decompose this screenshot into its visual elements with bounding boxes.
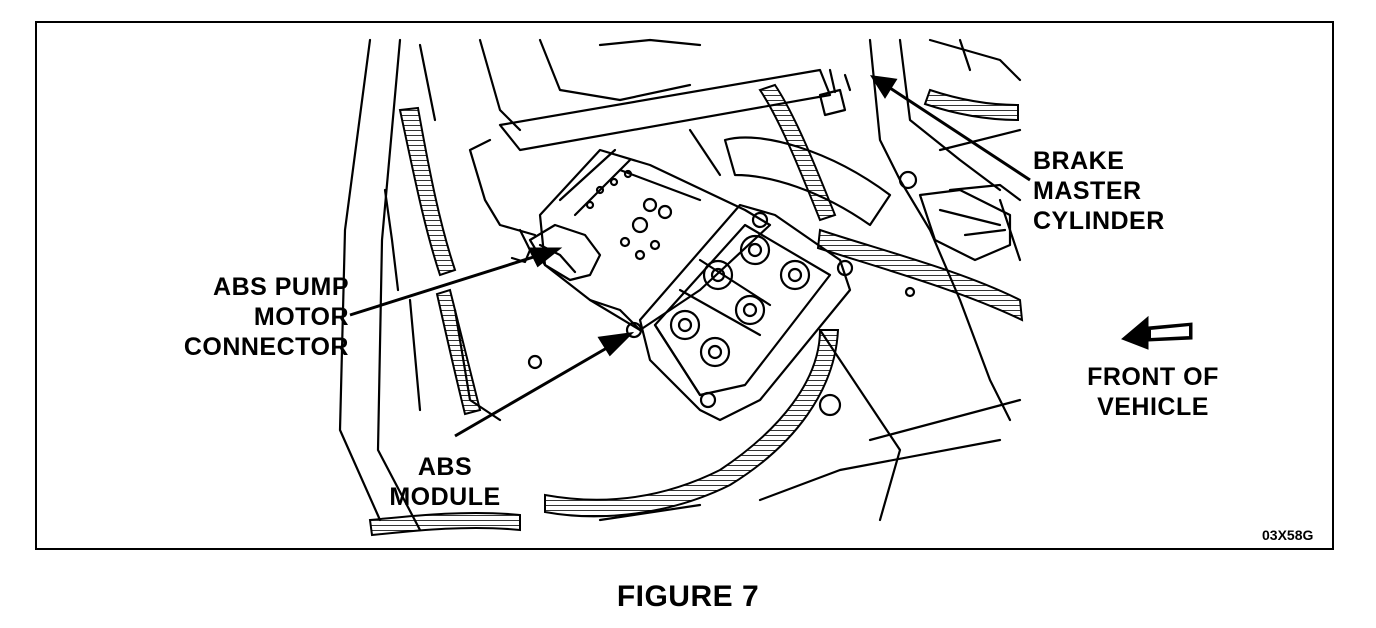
label-line: BRAKE xyxy=(1033,147,1125,175)
label-line: ABS PUMP xyxy=(213,273,349,301)
label-line: ABS xyxy=(417,453,473,481)
abs-module-label: ABS MODULE xyxy=(375,452,515,512)
figure-frame xyxy=(35,21,1334,550)
label-line: VEHICLE xyxy=(1097,393,1209,421)
label-line: FRONT OF xyxy=(1087,363,1219,391)
label-line: MOTOR xyxy=(253,303,349,331)
front-direction-arrow-icon xyxy=(1121,315,1193,350)
image-code: 03X58G xyxy=(1262,527,1314,543)
label-line: CONNECTOR xyxy=(183,333,349,361)
label-line: MODULE xyxy=(389,483,501,511)
figure-caption: FIGURE 7 xyxy=(616,580,760,613)
label-line: CYLINDER xyxy=(1033,207,1165,235)
abs-pump-motor-connector-label: ABS PUMP MOTOR CONNECTOR xyxy=(165,272,349,362)
label-line: MASTER xyxy=(1033,177,1142,205)
front-of-vehicle-label: FRONT OF VEHICLE xyxy=(1068,362,1238,422)
brake-master-cylinder-label: BRAKE MASTER CYLINDER xyxy=(1033,146,1165,236)
